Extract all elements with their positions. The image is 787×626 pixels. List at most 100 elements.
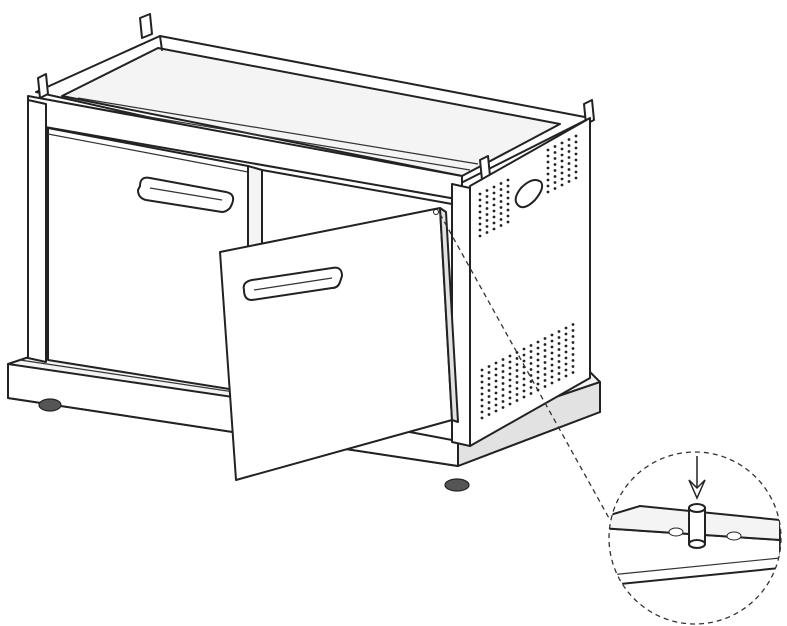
perforation-dot	[564, 338, 568, 342]
perforation-dot	[546, 154, 550, 158]
left-door-handle	[137, 176, 235, 213]
perforation-dot	[499, 218, 503, 221]
perforation-dot	[494, 361, 498, 365]
perforation-dot	[487, 401, 491, 404]
perforation-dot	[560, 165, 564, 169]
perforation-dot	[522, 353, 526, 357]
perforation-dot	[506, 214, 510, 218]
perforation-dot	[543, 379, 547, 382]
perforation-dot	[508, 402, 512, 406]
perforation-dot	[536, 358, 540, 362]
perforation-dot	[522, 359, 526, 363]
perforation-dot	[543, 367, 547, 370]
perforation-dot	[564, 362, 568, 366]
perforation-dot	[571, 323, 575, 326]
perforation-dot	[499, 224, 503, 227]
perforation-dot	[480, 380, 484, 384]
perforation-dot	[487, 395, 491, 398]
mounting-tabs	[37, 13, 595, 181]
perforation-dot	[553, 181, 557, 184]
perforation-dot	[553, 163, 557, 166]
perforation-dot	[550, 375, 554, 379]
perforation-dot	[567, 144, 571, 147]
perforation-dot	[492, 221, 496, 225]
perforation-dot	[508, 378, 512, 382]
perforation-dot	[478, 210, 482, 214]
perforation-dot	[550, 369, 554, 373]
perforation-dot	[529, 356, 533, 359]
perforation-dot	[501, 388, 505, 391]
hinge-pin-detail	[608, 451, 782, 625]
perforation-dot	[480, 386, 484, 390]
perforation-dot	[560, 177, 564, 181]
perforation-dot	[515, 375, 519, 378]
perforation-dot	[501, 364, 505, 367]
perforation-dot	[506, 178, 510, 182]
perforation-dot	[478, 198, 482, 202]
perforation-dot	[508, 390, 512, 394]
perforation-dot	[501, 370, 505, 373]
perforation-dot	[543, 361, 547, 364]
perforation-dot	[529, 344, 533, 347]
perforation-dot	[557, 336, 561, 339]
perforation-dot	[487, 407, 491, 410]
perforation-dot	[567, 180, 571, 183]
perforation-dot	[501, 382, 505, 385]
perforation-dot	[494, 385, 498, 389]
perforation-dot	[487, 371, 491, 374]
perforation-dot	[560, 183, 564, 187]
perforation-dot	[508, 366, 512, 370]
mounting-hole	[668, 527, 684, 537]
perforation-dot	[550, 363, 554, 367]
perforation-dot	[546, 178, 550, 182]
perforation-dot	[557, 348, 561, 351]
perforation-dot	[480, 410, 484, 414]
perforation-dot	[499, 206, 503, 209]
perforation-dot	[557, 372, 561, 375]
perforation-dot	[508, 354, 512, 358]
perforation-dot	[480, 374, 484, 378]
perforation-dot	[515, 381, 519, 384]
perforation-dot	[485, 225, 489, 228]
perforation-dot	[553, 157, 557, 160]
perforation-dot	[480, 392, 484, 396]
perforation-dot	[499, 200, 503, 203]
perforation-dot	[515, 357, 519, 360]
perforation-dot	[550, 381, 554, 385]
perforation-dot	[522, 371, 526, 375]
perforation-dot	[564, 350, 568, 354]
hinge-point	[433, 209, 439, 215]
perforation-dot	[522, 377, 526, 381]
right-door-handle	[242, 266, 343, 301]
perforation-dot	[557, 354, 561, 357]
down-arrow-icon	[688, 456, 706, 500]
perforation-dot	[546, 184, 550, 188]
perforation-dot	[564, 356, 568, 360]
ventilation-perforations	[478, 134, 578, 420]
side-handle-slot	[514, 179, 544, 209]
perforation-dot	[567, 150, 571, 153]
perforation-dot	[492, 197, 496, 201]
perforation-dot	[492, 203, 496, 207]
perforation-dot	[571, 359, 575, 362]
perforation-dot	[571, 365, 575, 368]
perforation-dot	[487, 377, 491, 380]
perforation-dot	[560, 153, 564, 157]
perforation-dot	[492, 227, 496, 231]
perforation-dot	[550, 351, 554, 355]
perforation-dot	[557, 330, 561, 333]
perforation-dot	[567, 174, 571, 177]
perforation-dot	[543, 343, 547, 346]
perforation-dot	[560, 171, 564, 175]
perforation-dot	[501, 358, 505, 361]
perforation-dot	[499, 182, 503, 185]
perforation-dot	[494, 391, 498, 395]
perforation-dot	[546, 160, 550, 164]
perforation-dot	[522, 347, 526, 351]
perforation-dot	[571, 371, 575, 374]
perforation-dot	[485, 213, 489, 216]
perforation-dot	[480, 416, 484, 420]
perforation-dot	[492, 185, 496, 189]
